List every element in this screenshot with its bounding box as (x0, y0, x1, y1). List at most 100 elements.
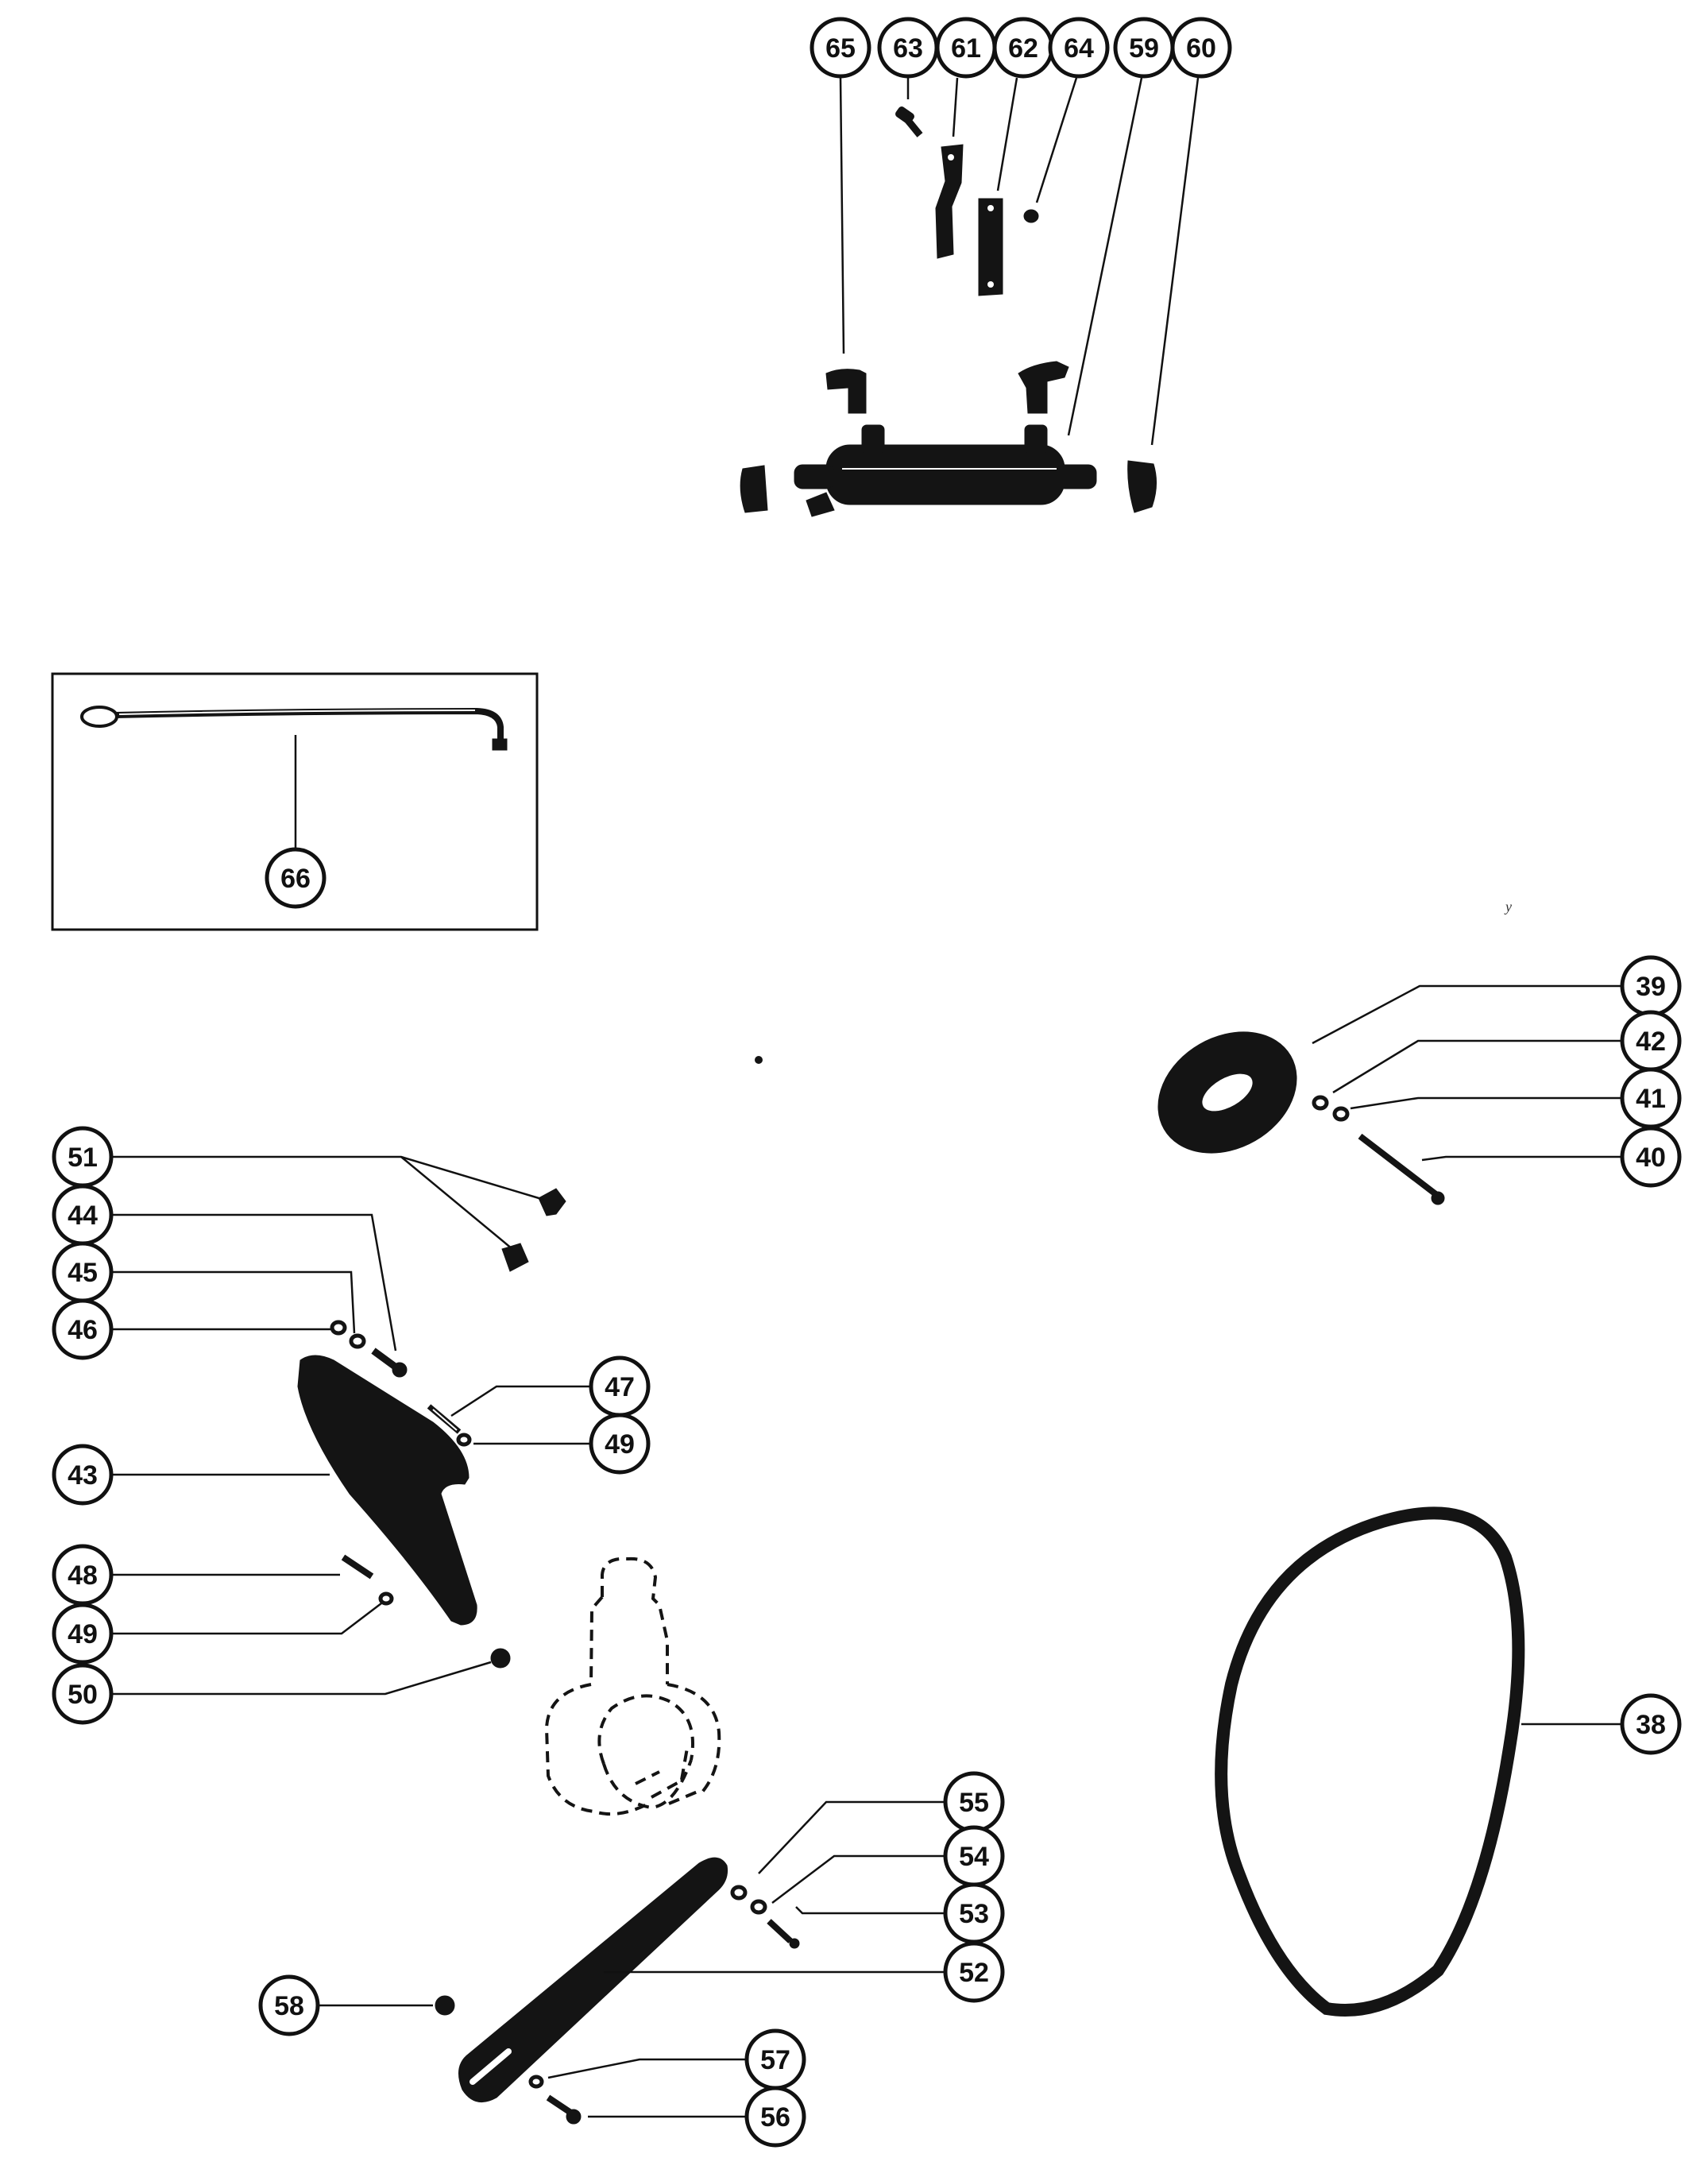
svg-text:42: 42 (1636, 1027, 1666, 1057)
part-50-nut (490, 1648, 511, 1669)
callout-59: 59 (1113, 17, 1175, 79)
part-64 (1023, 209, 1039, 223)
part-48-bolt (341, 1554, 374, 1580)
svg-text:40: 40 (1636, 1143, 1666, 1173)
callout-39: 39 (1620, 955, 1682, 1017)
svg-text:53: 53 (959, 1899, 989, 1929)
svg-text:61: 61 (951, 33, 981, 64)
part-38-belt (1215, 1506, 1623, 2017)
part-45-washer (349, 1333, 366, 1349)
part-62-strap (978, 198, 1003, 296)
svg-text:47: 47 (605, 1372, 635, 1402)
svg-text:54: 54 (959, 1842, 989, 1872)
part-57-washer (528, 2075, 544, 2089)
callout-62: 62 (992, 17, 1054, 79)
svg-text:44: 44 (68, 1201, 98, 1231)
svg-text:41: 41 (1636, 1084, 1666, 1114)
part-58-nut (435, 1995, 455, 2016)
svg-text:59: 59 (1129, 33, 1159, 64)
svg-text:63: 63 (893, 33, 923, 64)
svg-text:58: 58 (274, 1991, 304, 2021)
part-end-cap-left (740, 465, 768, 513)
callout-61: 61 (935, 17, 997, 79)
reference-outline (544, 1556, 721, 1816)
part-61-strap (935, 144, 964, 259)
callout-49-upper: 49 (589, 1413, 651, 1475)
part-63-screw (895, 106, 923, 137)
part-53-bolt (767, 1919, 800, 1949)
part-41-washer (1332, 1106, 1350, 1122)
part-65-elbow-left (825, 369, 867, 414)
callout-55: 55 (943, 1771, 1005, 1833)
callout-63: 63 (877, 17, 939, 79)
part-44-bolt (371, 1348, 408, 1378)
svg-text:55: 55 (959, 1788, 989, 1818)
callout-52: 52 (943, 1941, 1005, 2003)
callout-57: 57 (744, 2028, 806, 2090)
stray-mark: y (1504, 899, 1512, 915)
part-59-cooler-body (794, 424, 1097, 517)
svg-text:50: 50 (68, 1680, 98, 1710)
callout-42: 42 (1620, 1010, 1682, 1072)
part-43-bracket (297, 1355, 477, 1626)
callouts: 65 63 61 62 64 59 60 66 39 42 41 40 51 4… (52, 17, 1682, 2148)
callout-40: 40 (1620, 1126, 1682, 1188)
callout-53: 53 (943, 1882, 1005, 1944)
svg-text:48: 48 (68, 1560, 98, 1591)
callout-41: 41 (1620, 1067, 1682, 1129)
part-66-tube (80, 706, 508, 751)
part-56-bolt (546, 2094, 582, 2125)
tube-inset-box (51, 672, 539, 931)
part-42-washer (1312, 1095, 1329, 1111)
part-47-bolt (427, 1404, 462, 1434)
callout-44: 44 (52, 1184, 114, 1246)
bracket-assembly (110, 1155, 721, 1816)
callout-56: 56 (744, 2086, 806, 2148)
part-40-bolt (1358, 1133, 1445, 1205)
svg-text:60: 60 (1186, 33, 1216, 64)
svg-text:64: 64 (1064, 33, 1094, 64)
callout-66: 66 (265, 847, 327, 909)
svg-text:49: 49 (605, 1429, 635, 1460)
svg-text:39: 39 (1636, 972, 1666, 1002)
callout-64: 64 (1048, 17, 1110, 79)
svg-text:49: 49 (68, 1619, 98, 1649)
svg-text:45: 45 (68, 1258, 98, 1288)
part-55-washer (730, 1885, 748, 1901)
callout-38: 38 (1620, 1693, 1682, 1755)
callout-43: 43 (52, 1444, 114, 1506)
svg-text:46: 46 (68, 1315, 98, 1345)
part-60-end-cap (1127, 460, 1157, 513)
callout-54: 54 (943, 1825, 1005, 1887)
svg-text:65: 65 (825, 33, 856, 64)
svg-text:56: 56 (760, 2102, 790, 2133)
callout-49-lower: 49 (52, 1603, 114, 1665)
damper-assembly (1157, 984, 1623, 1205)
svg-text:43: 43 (68, 1460, 98, 1491)
svg-text:52: 52 (959, 1958, 989, 1988)
callout-45: 45 (52, 1241, 114, 1303)
callout-51: 51 (52, 1126, 114, 1188)
callout-46: 46 (52, 1298, 114, 1360)
callout-58: 58 (258, 1974, 320, 2036)
part-54-washer (750, 1899, 767, 1915)
part-49-washer-b (378, 1591, 394, 1606)
part-65-elbow-right (1018, 361, 1069, 414)
part-39-damper (1157, 1031, 1297, 1154)
svg-text:66: 66 (280, 864, 311, 894)
callout-50: 50 (52, 1663, 114, 1725)
svg-text:57: 57 (760, 2045, 790, 2075)
svg-text:38: 38 (1636, 1710, 1666, 1740)
callout-65: 65 (810, 17, 871, 79)
part-52-arm (458, 1857, 728, 2103)
callout-47: 47 (589, 1355, 651, 1417)
callout-48: 48 (52, 1544, 114, 1606)
svg-text:51: 51 (68, 1143, 98, 1173)
part-49-washer-a (456, 1433, 472, 1447)
svg-text:62: 62 (1008, 33, 1038, 64)
stray-dot (755, 1056, 763, 1064)
part-51-cap-b (501, 1243, 529, 1272)
part-51-cap-a (538, 1188, 566, 1216)
adjusting-arm-assembly (318, 1800, 945, 2125)
